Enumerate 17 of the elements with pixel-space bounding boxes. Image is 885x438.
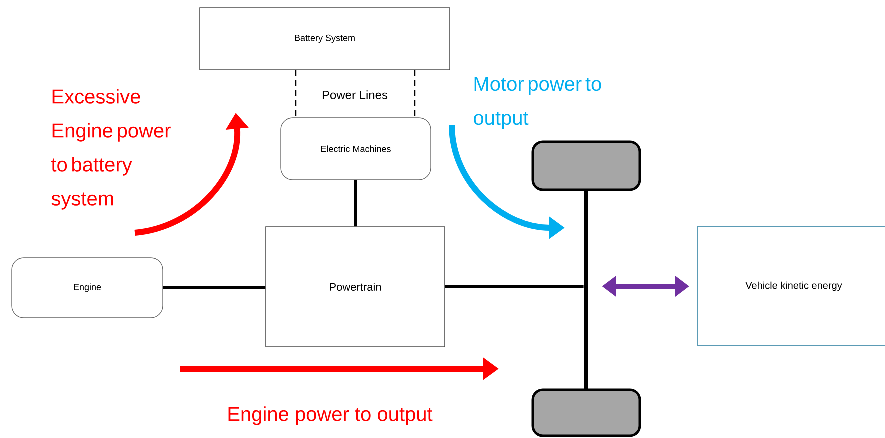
flow-label: Motor power to output [474, 77, 602, 130]
rounded-box: Engine [12, 258, 164, 318]
process-box: Powertrain [266, 226, 446, 348]
flow-label: Engine power to output [228, 406, 433, 426]
connector [445, 286, 584, 288]
connector [354, 180, 358, 227]
wheel-drawing [532, 388, 642, 438]
connector [414, 70, 416, 118]
energy-box: Vehicle kinetic energy [698, 226, 885, 346]
connector [295, 70, 297, 118]
flow-label: Excessive Engine power to battery system [52, 89, 171, 210]
rounded-box: Electric Machines [280, 118, 432, 180]
axle-bar [584, 190, 588, 390]
process-box: Battery System [200, 8, 450, 70]
cable-label: Power Lines [322, 90, 388, 100]
connector [163, 286, 266, 290]
wheel-drawing [532, 140, 642, 192]
